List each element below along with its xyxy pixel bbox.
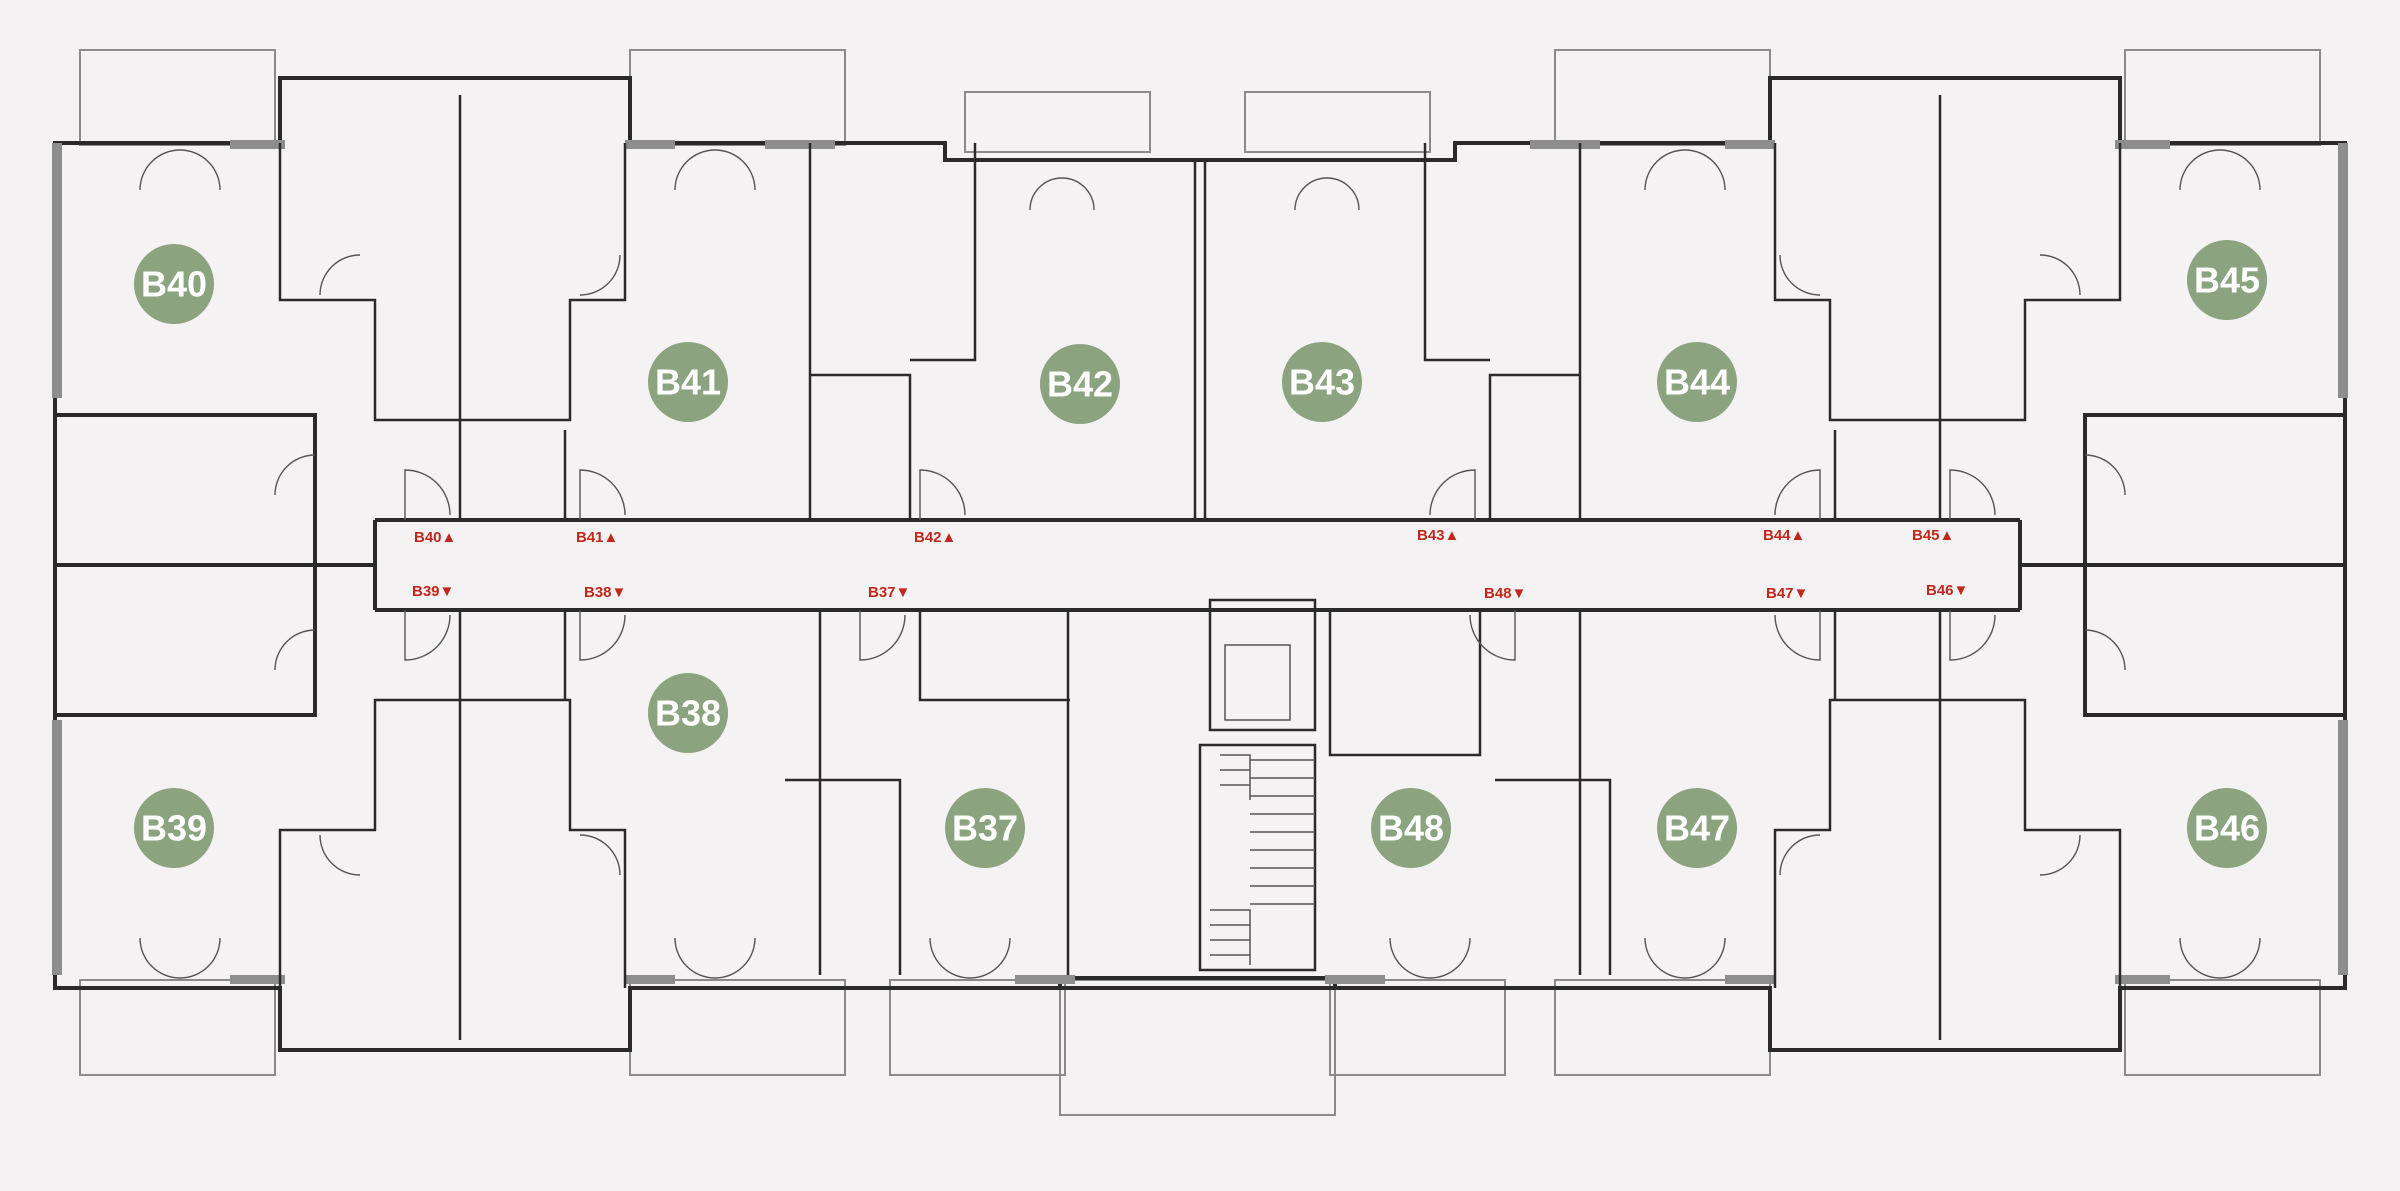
apartment-badges: B40 B41 B42 B43 B44 B45 B38 B37 B48 B47 … — [134, 240, 2267, 868]
doors — [139, 149, 2261, 979]
right-wing-rooms — [1203, 95, 2345, 1040]
apartment-label: B38 — [655, 693, 721, 734]
badge-circle — [1282, 342, 1362, 422]
badge-circle — [2187, 240, 2267, 320]
apartment-badge-b42[interactable]: B42 — [1040, 344, 1120, 424]
entrance-marker-b40[interactable]: B40▲ — [414, 529, 456, 546]
apartment-badge-b43[interactable]: B43 — [1282, 342, 1362, 422]
apartment-label: B41 — [655, 362, 721, 403]
badge-circle — [1040, 344, 1120, 424]
apartment-badge-b40[interactable]: B40 — [134, 244, 214, 324]
apartment-label: B44 — [1664, 362, 1730, 403]
entrance-marker-b41[interactable]: B41▲ — [576, 529, 618, 546]
badge-circle — [134, 788, 214, 868]
badge-circle — [2187, 788, 2267, 868]
entrance-marker-b39[interactable]: B39▼ — [412, 583, 454, 600]
badge-circle — [648, 673, 728, 753]
apartment-badge-b39[interactable]: B39 — [134, 788, 214, 868]
apartment-label: B47 — [1664, 808, 1730, 849]
apartment-badge-b38[interactable]: B38 — [648, 673, 728, 753]
entrance-markers: B40▲ B41▲ B42▲ B43▲ B44▲ B45▲ B39▼ B38▼ … — [412, 527, 1968, 602]
entrance-marker-b48[interactable]: B48▼ — [1484, 585, 1526, 602]
entrance-marker-b43[interactable]: B43▲ — [1417, 527, 1459, 544]
apartment-label: B46 — [2194, 808, 2260, 849]
apartment-label: B42 — [1047, 364, 1113, 405]
apartment-label: B45 — [2194, 260, 2260, 301]
badge-circle — [945, 788, 1025, 868]
badge-circle — [648, 342, 728, 422]
badge-circle — [134, 244, 214, 324]
left-wing-rooms — [55, 95, 1197, 1040]
apartment-badge-b41[interactable]: B41 — [648, 342, 728, 422]
apartment-label: B43 — [1289, 362, 1355, 403]
entrance-marker-b45[interactable]: B45▲ — [1912, 527, 1954, 544]
apartment-badge-b37[interactable]: B37 — [945, 788, 1025, 868]
entrance-marker-b42[interactable]: B42▲ — [914, 529, 956, 546]
stair-core — [1198, 598, 1317, 972]
apartment-label: B37 — [952, 808, 1018, 849]
outer-walls — [52, 76, 2348, 1052]
apartment-label: B39 — [141, 808, 207, 849]
entrance-marker-b38[interactable]: B38▼ — [584, 584, 626, 601]
corridor — [55, 518, 2345, 612]
entrance-marker-b46[interactable]: B46▼ — [1926, 582, 1968, 599]
apartment-label: B40 — [141, 264, 207, 305]
badge-circle — [1371, 788, 1451, 868]
entrance-marker-b47[interactable]: B47▼ — [1766, 585, 1808, 602]
apartment-badge-b44[interactable]: B44 — [1657, 342, 1737, 422]
apartment-badge-b46[interactable]: B46 — [2187, 788, 2267, 868]
apartment-badge-b47[interactable]: B47 — [1657, 788, 1737, 868]
apartment-badge-b45[interactable]: B45 — [2187, 240, 2267, 320]
apartment-label: B48 — [1378, 808, 1444, 849]
entrance-marker-b37[interactable]: B37▼ — [868, 584, 910, 601]
badge-circle — [1657, 788, 1737, 868]
entrance-marker-b44[interactable]: B44▲ — [1763, 527, 1805, 544]
badge-circle — [1657, 342, 1737, 422]
apartment-badge-b48[interactable]: B48 — [1371, 788, 1451, 868]
